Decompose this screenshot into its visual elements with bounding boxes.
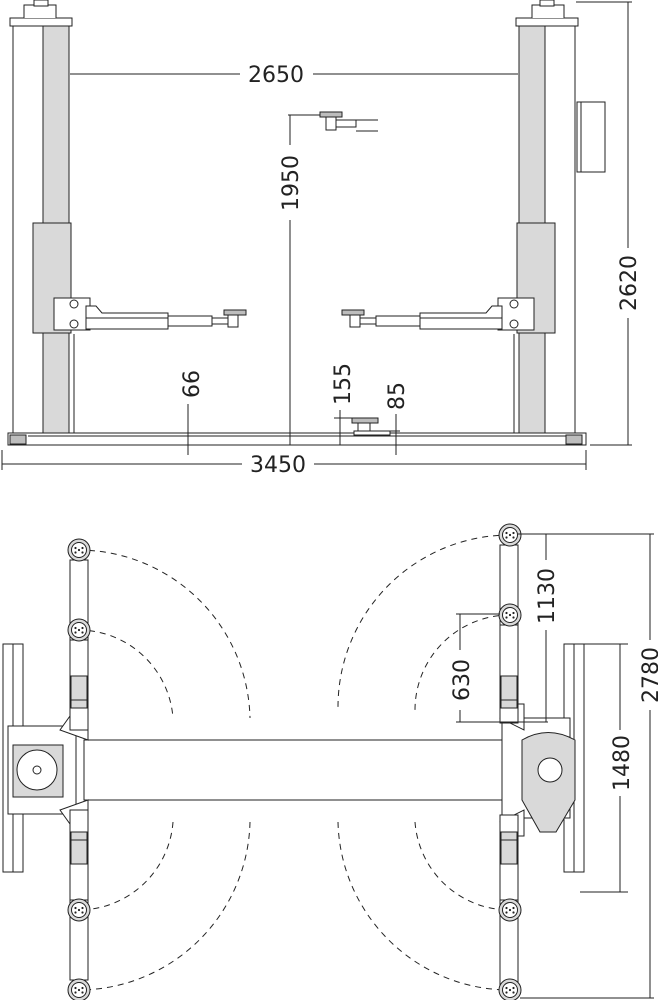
dimension-base-depth: 1480	[580, 643, 635, 893]
dimension-base-plate-height: 66	[180, 370, 205, 455]
right-upper-arm	[499, 544, 519, 724]
raised-pad-detail	[288, 111, 378, 132]
arm-swing-arcs	[77, 534, 511, 991]
front-elevation-view: 2650 1950 2620 155 85	[1, 0, 642, 478]
dimension-arm-reach-long: 1130	[518, 533, 560, 722]
dimension-label: 1480	[610, 735, 635, 791]
lift-pad	[498, 523, 522, 547]
plan-view: 1130 630 2780 1480	[2, 523, 658, 1000]
lift-pads	[67, 523, 522, 1000]
dimension-label: 630	[450, 659, 475, 701]
dimension-label: 1950	[279, 155, 304, 211]
left-lift-arm	[85, 305, 247, 330]
dimension-label: 1130	[535, 568, 560, 624]
lift-pad	[67, 618, 91, 642]
left-carriage-plan	[7, 715, 89, 825]
lift-pad	[498, 978, 522, 1000]
dimension-label: 155	[331, 363, 356, 405]
lift-pad	[67, 898, 91, 922]
dimension-label: 3450	[250, 453, 306, 478]
dimension-label: 2780	[639, 647, 658, 703]
lift-pad	[498, 603, 522, 627]
dimension-label: 2620	[617, 255, 642, 311]
lowered-pad-detail	[351, 417, 400, 436]
lift-pad	[67, 538, 91, 562]
lift-pad	[498, 898, 522, 922]
right-lift-arm	[341, 305, 503, 330]
right-column	[497, 0, 606, 434]
dimension-label: 2650	[248, 63, 304, 88]
dimension-label: 66	[180, 370, 205, 398]
dimension-adapter-height: 85	[385, 382, 410, 455]
dimension-min-pad-height: 155	[331, 363, 356, 445]
base-plate	[7, 432, 587, 446]
crossbeam	[83, 739, 505, 801]
dimension-total-depth: 2780	[520, 533, 658, 999]
lift-pad	[67, 978, 91, 1000]
left-column	[9, 0, 91, 434]
dimension-total-height: 2620	[576, 1, 642, 446]
dimension-total-width: 3450	[1, 450, 587, 478]
left-upper-arm	[69, 559, 89, 731]
dimension-arm-reach-short: 630	[450, 613, 548, 723]
dimension-label: 85	[385, 382, 410, 410]
dimension-column-inner-width: 2650	[70, 63, 518, 88]
left-lower-arm	[69, 809, 89, 981]
dimension-lift-height: 1950	[279, 115, 304, 445]
